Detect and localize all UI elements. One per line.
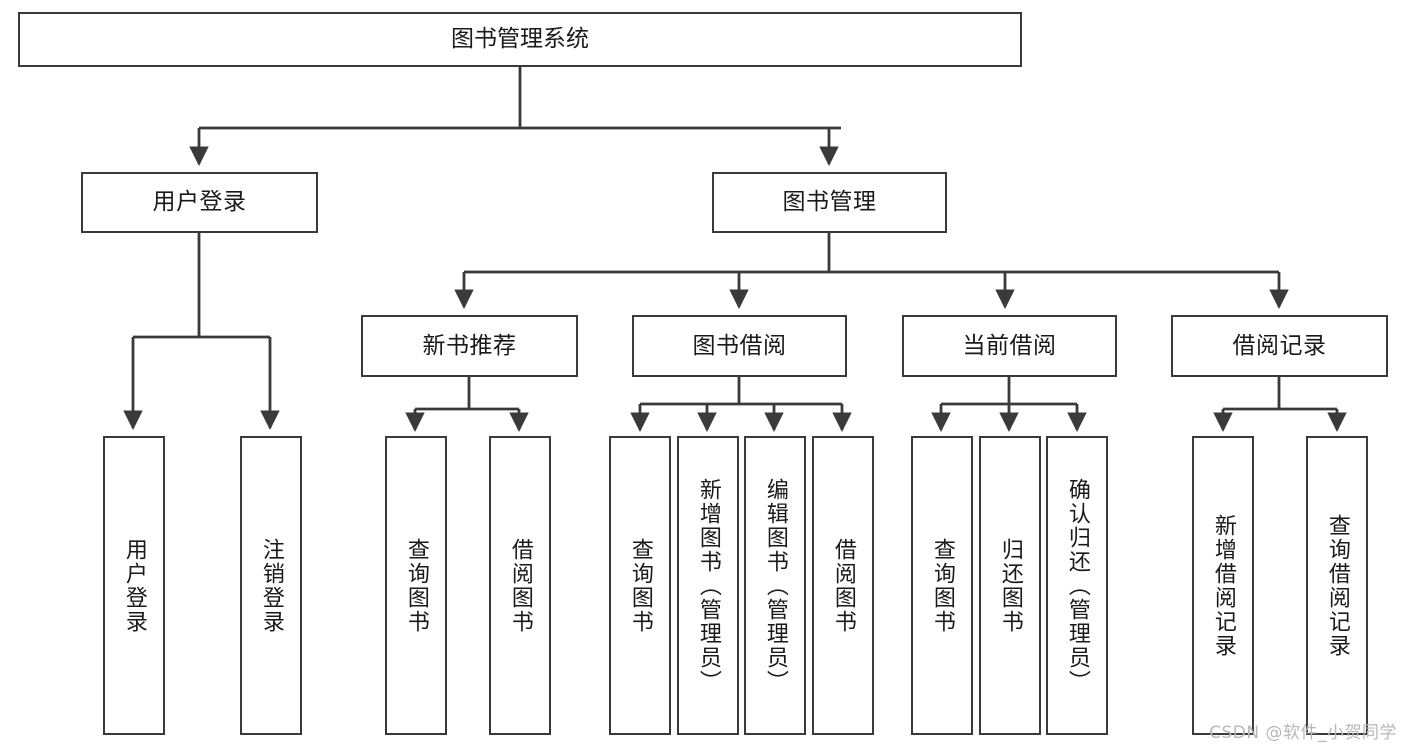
leaf-confirm-return-admin[interactable]: 确认归还（管理员） — [1046, 436, 1108, 735]
node-user-login[interactable]: 用户登录 — [81, 172, 318, 233]
node-borrow-record[interactable]: 借阅记录 — [1171, 315, 1388, 377]
node-book-borrow[interactable]: 图书借阅 — [632, 315, 847, 377]
leaf-return-book[interactable]: 归还图书 — [979, 436, 1041, 735]
leaf-label: 查询图书 — [403, 537, 429, 634]
leaf-logout[interactable]: 注销登录 — [240, 436, 302, 735]
leaf-user-login[interactable]: 用户登录 — [103, 436, 165, 735]
leaf-label: 确认归还（管理员） — [1064, 477, 1090, 694]
leaf-add-book-admin[interactable]: 新增图书（管理员） — [677, 436, 739, 735]
node-book-management[interactable]: 图书管理 — [712, 172, 947, 233]
leaf-add-borrow-record[interactable]: 新增借阅记录 — [1192, 436, 1254, 735]
leaf-label: 查询图书 — [627, 537, 653, 634]
leaf-label: 查询借阅记录 — [1324, 513, 1350, 658]
leaf-label: 归还图书 — [997, 537, 1023, 634]
leaf-borrow-book-recommend[interactable]: 借阅图书 — [489, 436, 551, 735]
leaf-query-book-current[interactable]: 查询图书 — [911, 436, 973, 735]
node-current-borrow[interactable]: 当前借阅 — [902, 315, 1117, 377]
leaf-label: 用户登录 — [121, 537, 147, 634]
leaf-query-borrow-record[interactable]: 查询借阅记录 — [1306, 436, 1368, 735]
leaf-query-book-borrow[interactable]: 查询图书 — [609, 436, 671, 735]
leaf-label: 新增图书（管理员） — [695, 477, 721, 694]
leaf-edit-book-admin[interactable]: 编辑图书（管理员） — [744, 436, 806, 735]
leaf-label: 借阅图书 — [507, 537, 533, 634]
leaf-label: 借阅图书 — [830, 537, 856, 634]
leaf-label: 注销登录 — [258, 537, 284, 634]
node-new-book-recommend[interactable]: 新书推荐 — [361, 315, 578, 377]
leaf-label: 新增借阅记录 — [1210, 513, 1236, 658]
leaf-label: 编辑图书（管理员） — [762, 477, 788, 694]
leaf-query-book-recommend[interactable]: 查询图书 — [385, 436, 447, 735]
csdn-watermark: CSDN @软件_小贺同学 — [1209, 723, 1397, 743]
leaf-label: 查询图书 — [929, 537, 955, 634]
node-root-system[interactable]: 图书管理系统 — [18, 12, 1022, 67]
leaf-borrow-book[interactable]: 借阅图书 — [812, 436, 874, 735]
